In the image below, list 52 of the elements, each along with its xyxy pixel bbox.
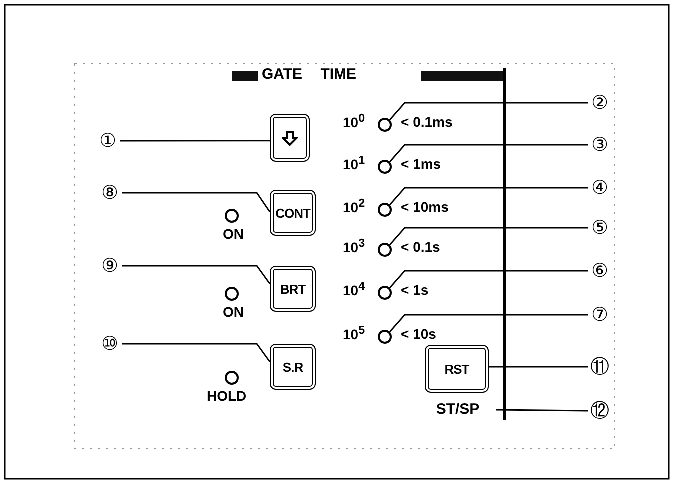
- leader-line: [389, 227, 588, 246]
- lamp-label: HOLD: [207, 388, 247, 404]
- leader-line: [389, 314, 588, 333]
- leader-line: [489, 366, 588, 368]
- leader-line: [496, 409, 588, 412]
- leader-line: [120, 140, 270, 142]
- push-button: CONT: [270, 190, 316, 236]
- range-text: < 10ms: [401, 199, 449, 215]
- leader-line: [122, 192, 271, 212]
- callout-number: ⑩: [98, 332, 122, 356]
- range-text: < 10s: [401, 326, 436, 342]
- callout-number: ⑥: [588, 259, 612, 283]
- callout-number: ④: [588, 176, 612, 200]
- range-text: < 1s: [401, 282, 429, 298]
- leader-line: [122, 265, 271, 284]
- callout-number: ③: [588, 133, 612, 157]
- indicator-lamp: [378, 243, 392, 257]
- lamp-label: ON: [223, 226, 244, 242]
- leader-line: [389, 270, 588, 289]
- range-exponent: 10$^{1}$: [343, 153, 366, 173]
- push-button: BRT: [270, 266, 316, 312]
- indicator-lamp: [378, 286, 392, 300]
- indicator-lamp: [378, 118, 392, 132]
- lamp-label: ON: [223, 304, 244, 320]
- range-text: < 1ms: [401, 156, 442, 172]
- leader-line: [389, 102, 588, 121]
- push-button: [270, 114, 310, 162]
- callout-number: ⑨: [98, 254, 122, 278]
- callout-number: ⑫: [588, 399, 612, 423]
- indicator-lamp: [378, 203, 392, 217]
- range-text: < 0.1s: [401, 239, 440, 255]
- indicator-lamp: [378, 160, 392, 174]
- callout-number: ⑤: [588, 216, 612, 240]
- range-exponent: 10$^{5}$: [343, 323, 366, 343]
- leader-line: [389, 144, 588, 163]
- callout-number: ⑧: [98, 181, 122, 205]
- switch-label: ST/SP: [420, 401, 496, 419]
- callout-number: ⑪: [588, 355, 612, 379]
- range-exponent: 10$^{4}$: [343, 279, 366, 299]
- callout-number: ①: [96, 129, 120, 153]
- panel-heading: GATE TIME: [262, 67, 357, 83]
- callout-number: ⑦: [588, 303, 612, 327]
- callout-number: ②: [588, 91, 612, 115]
- range-exponent: 10$^{3}$: [343, 236, 366, 256]
- range-exponent: 10$^{0}$: [343, 111, 366, 131]
- leader-line: [122, 343, 271, 362]
- range-text: < 0.1ms: [401, 114, 453, 130]
- push-button: S.R: [270, 344, 316, 390]
- push-button: RST: [425, 345, 489, 393]
- indicator-lamp: [378, 330, 392, 344]
- leader-line: [389, 187, 588, 206]
- range-exponent: 10$^{2}$: [343, 196, 366, 216]
